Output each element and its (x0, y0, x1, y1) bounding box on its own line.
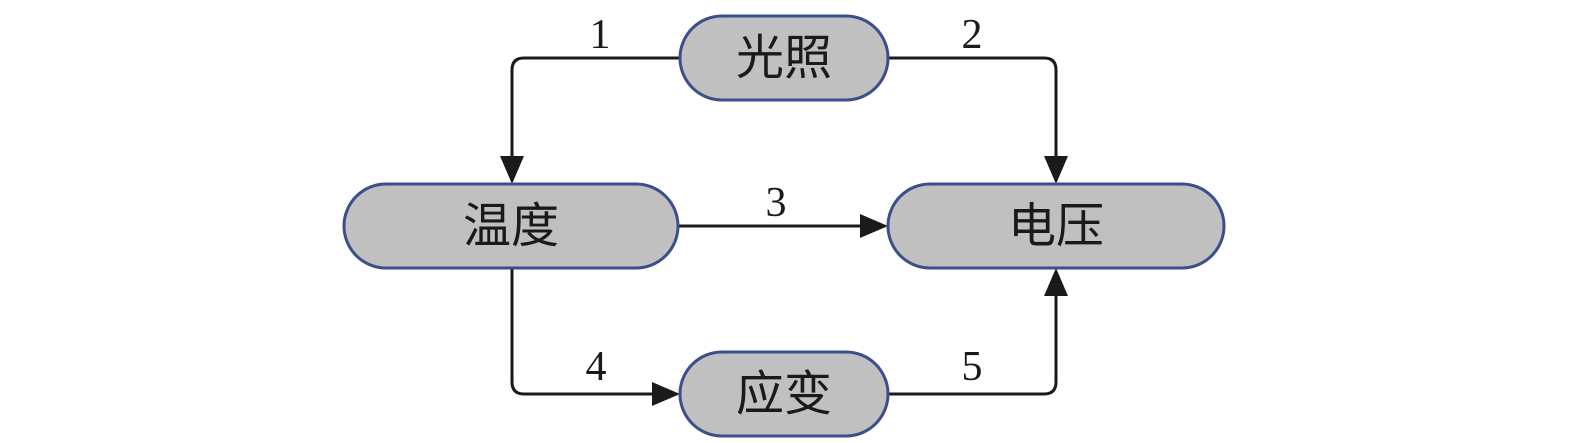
edge-2 (888, 56, 1068, 184)
edge-label-5: 5 (962, 344, 983, 390)
edge-label-1: 1 (590, 12, 611, 58)
edge-3 (678, 214, 888, 238)
edge-4 (510, 268, 680, 406)
node-light-label: 光照 (736, 30, 832, 86)
node-voltage: 电压 (886, 182, 1226, 270)
node-strain-box (678, 350, 890, 438)
node-temperature: 温度 (342, 182, 680, 270)
node-strain-label: 应变 (736, 366, 832, 422)
node-strain: 应变 (678, 350, 890, 438)
node-voltage-box (886, 182, 1226, 270)
edge-2-line (888, 56, 1058, 160)
edge-2-arrowhead (1044, 156, 1068, 184)
edge-4-arrowhead (652, 382, 680, 406)
edge-3-arrowhead (860, 214, 888, 238)
edge-5 (888, 268, 1068, 396)
edge-1-arrowhead (500, 156, 524, 184)
edge-label-3: 3 (766, 180, 787, 226)
edge-label-2: 2 (962, 12, 983, 58)
node-light-box (678, 14, 890, 102)
node-temperature-label: 温度 (463, 198, 559, 254)
edge-5-arrowhead (1044, 268, 1068, 296)
edge-1-line (510, 56, 680, 160)
node-voltage-label: 电压 (1008, 198, 1104, 254)
edge-1 (500, 56, 680, 184)
node-light: 光照 (678, 14, 890, 102)
edge-label-4: 4 (586, 344, 607, 390)
edge-5-line (888, 292, 1058, 396)
node-temperature-box (342, 182, 680, 270)
edge-4-line (510, 268, 656, 396)
